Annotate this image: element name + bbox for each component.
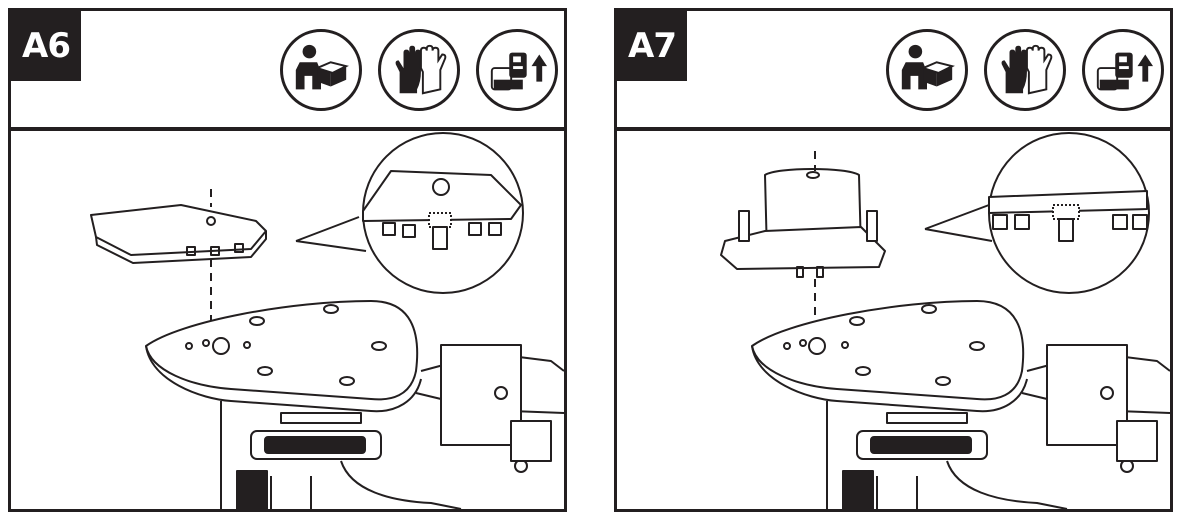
sander-base-illustration <box>145 300 564 509</box>
read-manual-icon <box>886 29 968 111</box>
detached-adapter-illustration <box>720 168 886 278</box>
assembly-illustration <box>11 131 564 509</box>
wear-gloves-icon <box>984 29 1066 111</box>
step-label: A7 <box>617 11 687 81</box>
wear-gloves-icon <box>378 29 460 111</box>
sander-adapter-removal-drawing <box>720 132 1170 509</box>
remove-battery-icon <box>1082 29 1164 111</box>
panel-header: A6 <box>11 11 564 131</box>
assembly-illustration <box>617 131 1170 509</box>
sander-pad-removal-drawing <box>90 132 564 509</box>
detail-zoom-callout <box>362 132 524 294</box>
step-panel-a6: A6 <box>8 8 567 512</box>
safety-icons <box>886 29 1164 113</box>
panel-header: A7 <box>617 11 1170 131</box>
read-manual-icon <box>280 29 362 111</box>
safety-icons <box>280 29 558 113</box>
remove-battery-icon <box>476 29 558 111</box>
step-label: A6 <box>11 11 81 81</box>
sander-base-illustration <box>751 300 1170 509</box>
detail-zoom-callout <box>988 132 1150 294</box>
detached-pad-illustration <box>90 204 267 264</box>
step-panel-a7: A7 <box>614 8 1173 512</box>
